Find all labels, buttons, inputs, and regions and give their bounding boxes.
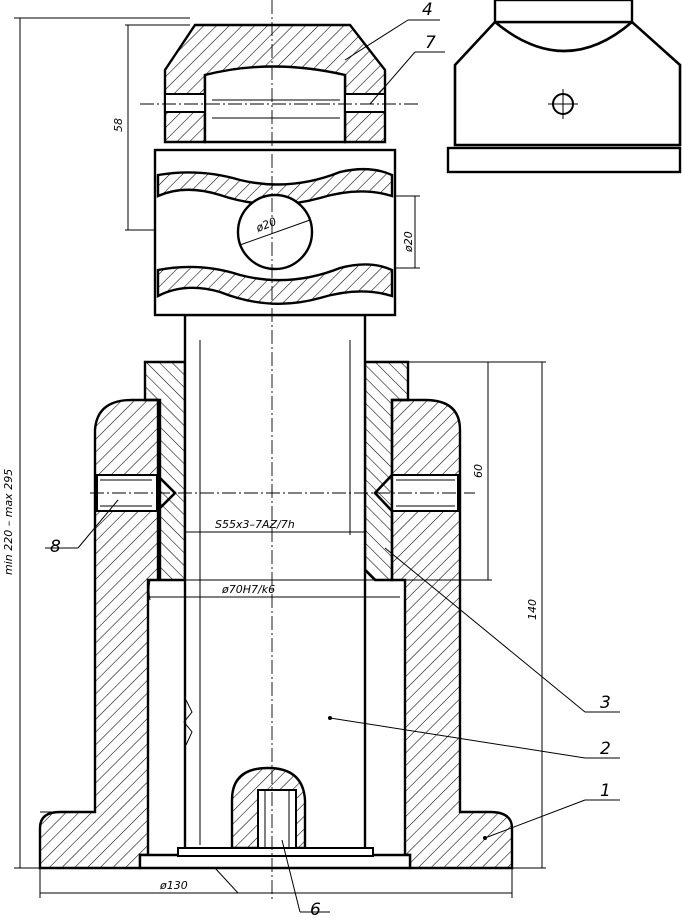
- pin-height-label: ø20: [402, 231, 415, 253]
- thread-label: S55x3–7AZ/7h: [215, 518, 295, 531]
- top-height-label: 58: [112, 118, 125, 132]
- callout-2: 2: [600, 739, 611, 759]
- nut-height-label: 60: [472, 464, 485, 478]
- body-height-label: 140: [526, 599, 539, 620]
- screw-part-2: [148, 298, 400, 857]
- callout-8: 8: [50, 537, 61, 557]
- callout-7: 7: [425, 33, 436, 53]
- bore-fit-label: ø70H7/k6: [221, 583, 275, 596]
- side-view: [446, 0, 682, 174]
- cap-part-4: [163, 23, 387, 144]
- base-diameter-label: ø130: [159, 879, 188, 892]
- callout-4: 4: [422, 0, 433, 20]
- callout-1: 1: [600, 781, 611, 801]
- overall-height-label: min 220 – max 295: [2, 469, 15, 575]
- cross-head: [153, 148, 397, 317]
- dimension-lines: [14, 17, 546, 898]
- callout-6: 6: [310, 900, 321, 920]
- leader-lines: [45, 19, 620, 913]
- callout-3: 3: [600, 693, 611, 713]
